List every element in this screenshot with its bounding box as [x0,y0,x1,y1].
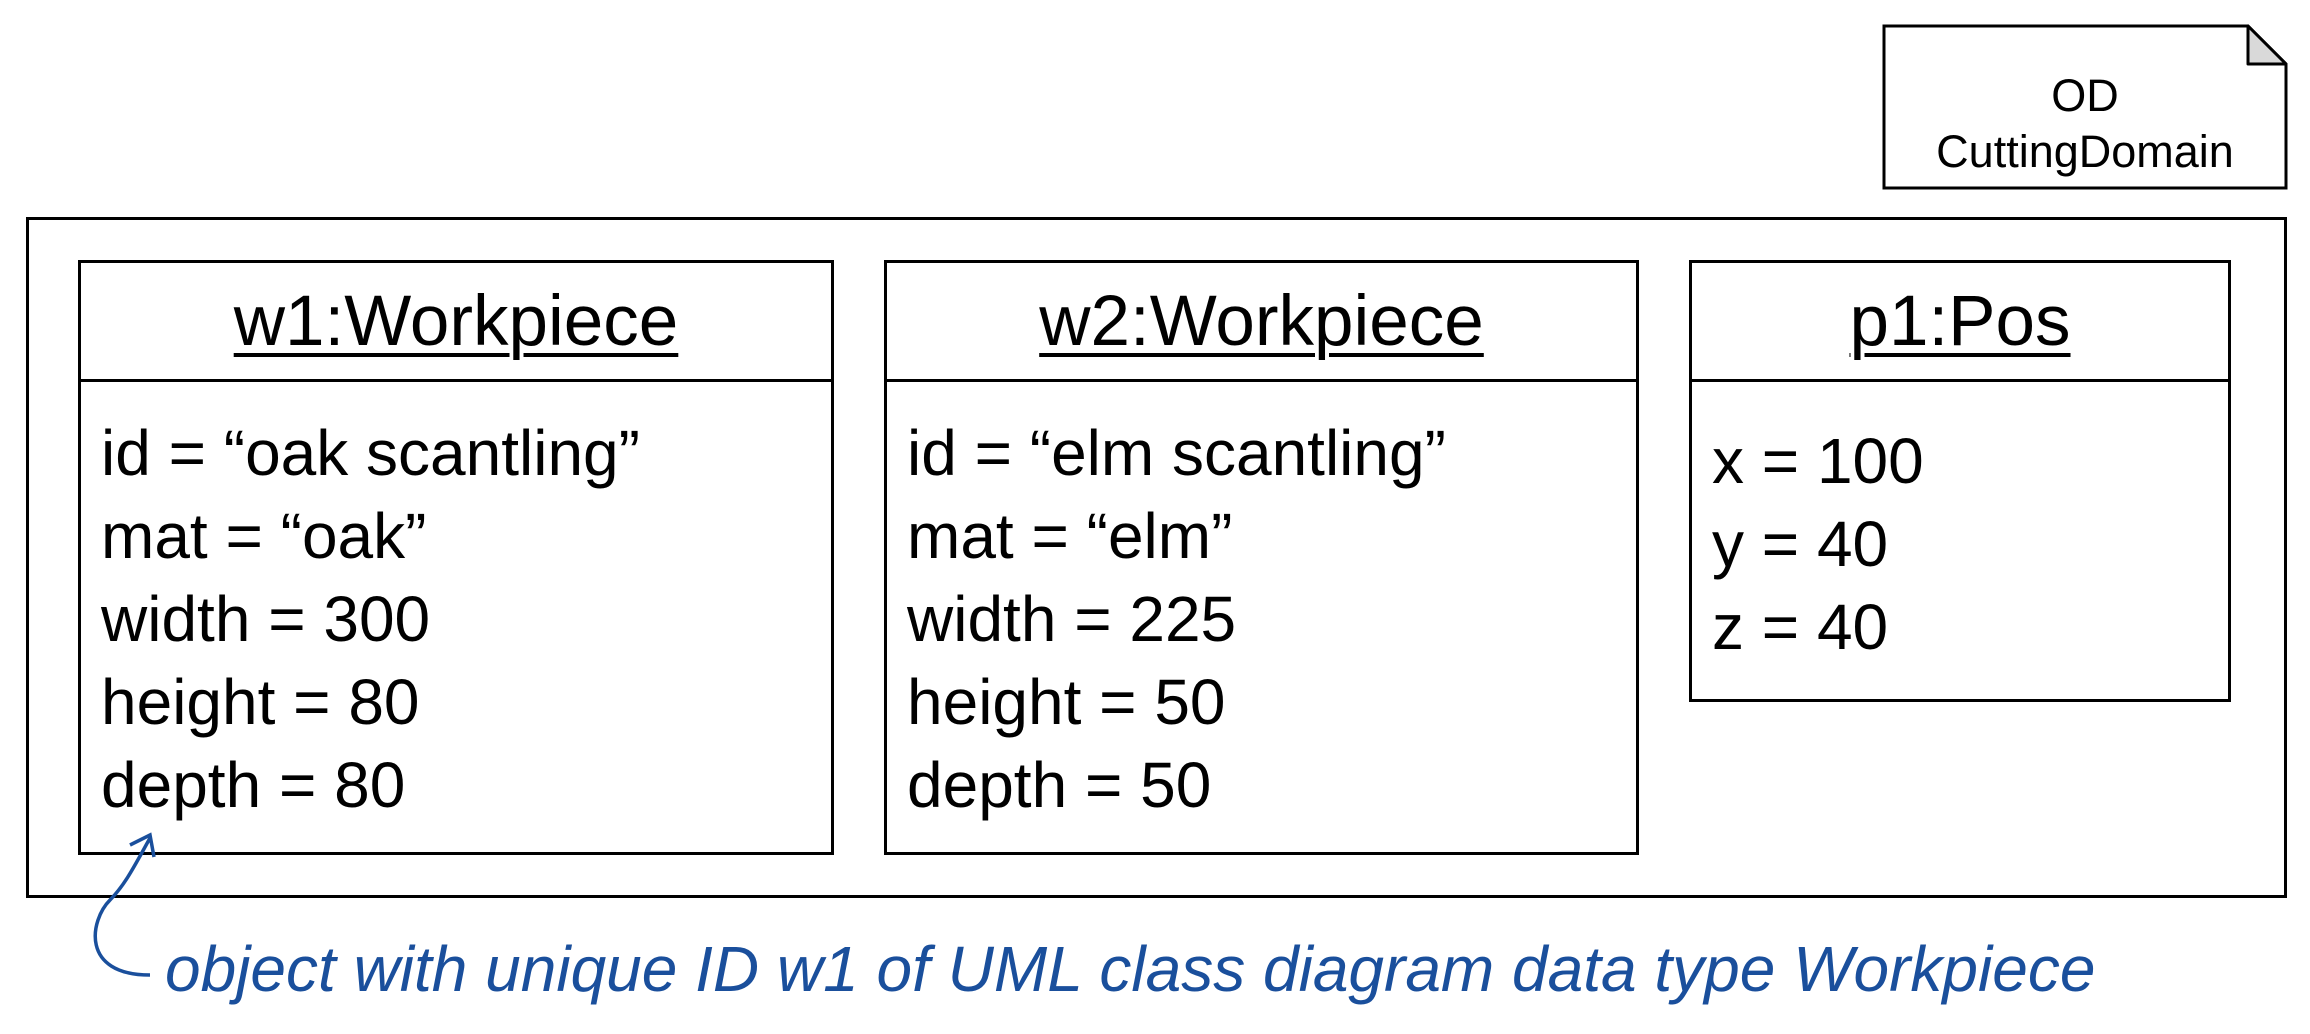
attribute-id: id = “elm scantling” [907,417,1446,489]
attribute-height: height = 50 [907,666,1226,738]
object-attributes: x = 100 y = 40 z = 40 [1692,382,2228,669]
annotation-text: object with unique ID w1 of UML class di… [165,933,2096,1005]
object-title: p1:Pos [1692,263,2228,382]
attribute-x: x = 100 [1712,425,1924,497]
attribute-y: y = 40 [1712,508,1889,580]
attribute-width: width = 225 [907,583,1237,655]
object-title: w2:Workpiece [887,263,1636,382]
note-shape [1882,24,2288,190]
object-attributes: id = “oak scantling” mat = “oak” width =… [81,382,831,827]
object-w2: w2:Workpiece id = “elm scantling” mat = … [884,260,1639,855]
object-attributes: id = “elm scantling” mat = “elm” width =… [887,382,1636,827]
object-title: w1:Workpiece [81,263,831,382]
note-line-name: CuttingDomain [1936,126,2234,177]
attribute-mat: mat = “oak” [101,500,427,572]
diagram-name-note: OD CuttingDomain [1882,24,2288,190]
note-text: OD CuttingDomain [1882,68,2288,180]
object-p1: p1:Pos x = 100 y = 40 z = 40 [1689,260,2231,702]
object-w1: w1:Workpiece id = “oak scantling” mat = … [78,260,834,855]
attribute-depth: depth = 80 [101,749,406,821]
attribute-width: width = 300 [101,583,431,655]
note-line-kind: OD [2051,70,2119,121]
attribute-depth: depth = 50 [907,749,1212,821]
attribute-id: id = “oak scantling” [101,417,640,489]
diagram-frame [26,217,2287,898]
attribute-height: height = 80 [101,666,420,738]
attribute-mat: mat = “elm” [907,500,1233,572]
attribute-z: z = 40 [1712,591,1889,663]
